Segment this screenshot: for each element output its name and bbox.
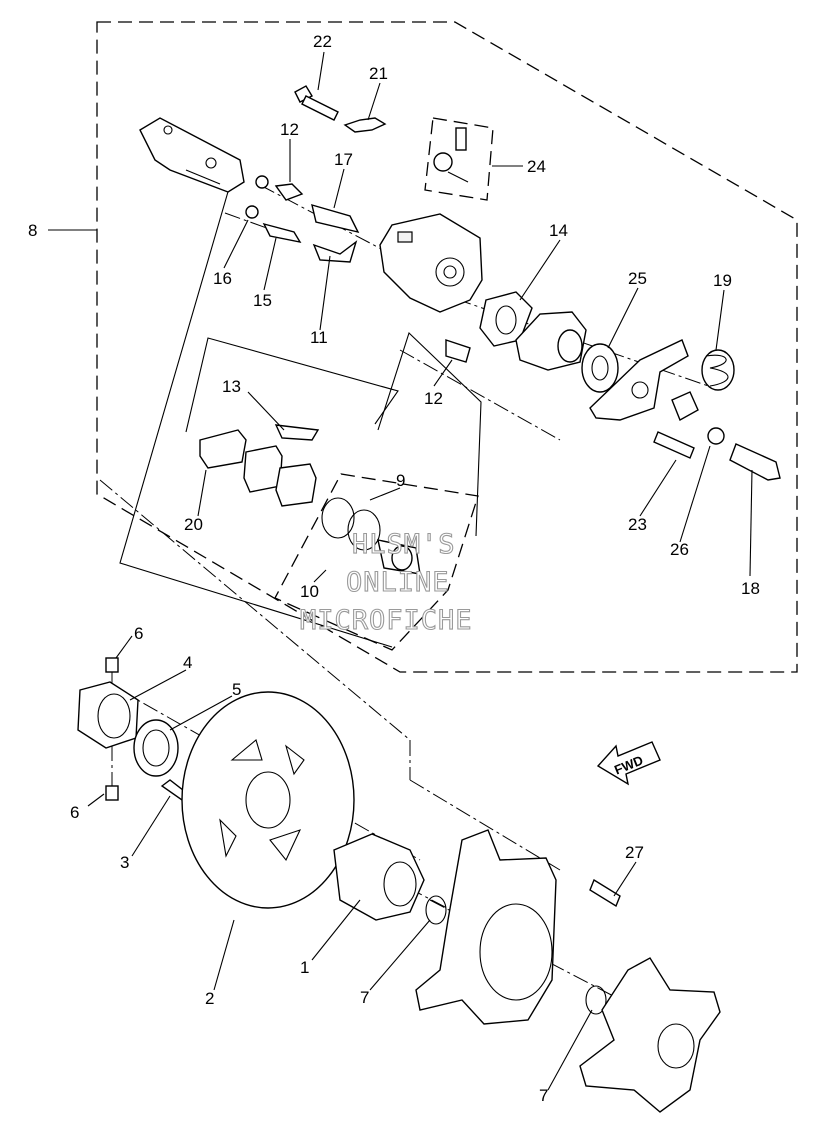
label-7-right: 7 xyxy=(539,1086,548,1105)
piston-kit xyxy=(321,497,421,575)
label-6-top: 6 xyxy=(134,624,143,643)
caliper-mount-bracket xyxy=(415,829,621,1025)
svg-text:ONLINE: ONLINE xyxy=(346,567,450,598)
label-10: 10 xyxy=(300,582,319,601)
label-1: 1 xyxy=(300,958,309,977)
caliper-body xyxy=(379,213,483,313)
label-22: 22 xyxy=(313,32,332,51)
label-16: 16 xyxy=(213,269,232,288)
label-4: 4 xyxy=(183,653,192,672)
parking-lever-parts xyxy=(589,339,781,481)
bolt-22 xyxy=(294,85,339,121)
pad-group-outline xyxy=(185,337,399,433)
hub-and-orings xyxy=(333,833,607,1015)
svg-text:MICROFICHE: MICROFICHE xyxy=(300,605,473,636)
label-12-mid: 12 xyxy=(424,389,443,408)
sprocket-hub xyxy=(579,957,721,1113)
label-7-left: 7 xyxy=(360,988,369,1007)
label-20: 20 xyxy=(184,515,203,534)
label-21: 21 xyxy=(369,64,388,83)
label-5: 5 xyxy=(232,680,241,699)
label-26: 26 xyxy=(670,540,689,559)
brake-pad-group-boundary xyxy=(424,117,494,201)
clip-21 xyxy=(343,117,387,133)
label-17: 17 xyxy=(334,150,353,169)
label-14: 14 xyxy=(549,221,568,240)
label-2: 2 xyxy=(205,989,214,1008)
adjuster-parts xyxy=(479,291,619,393)
label-27: 27 xyxy=(625,843,644,862)
label-23: 23 xyxy=(628,515,647,534)
label-8: 8 xyxy=(28,221,37,240)
fwd-arrow-icon: FWD xyxy=(596,741,661,786)
brake-disc xyxy=(181,691,355,909)
label-19: 19 xyxy=(713,271,732,290)
label-6-bottom: 6 xyxy=(70,803,79,822)
label-24: 24 xyxy=(527,157,546,176)
axle-nut-parts xyxy=(77,657,190,801)
label-12-top: 12 xyxy=(280,120,299,139)
pin-parts xyxy=(245,175,471,363)
label-9: 9 xyxy=(396,471,405,490)
caliper-bracket-plate xyxy=(139,117,245,193)
label-18: 18 xyxy=(741,579,760,598)
bleed-screw-24 xyxy=(433,127,469,183)
part-labels: 8 22 21 12 17 24 14 25 19 16 15 11 12 13… xyxy=(28,32,760,1105)
label-15: 15 xyxy=(253,291,272,310)
leader-lines xyxy=(48,51,753,1091)
label-11: 11 xyxy=(310,328,328,347)
svg-text:HLSM'S: HLSM'S xyxy=(352,529,456,560)
caliper-assembly-boundary xyxy=(96,21,798,673)
caliper-body-outline xyxy=(377,331,482,537)
label-13: 13 xyxy=(222,377,241,396)
watermark: HLSM'S ONLINE MICROFICHE xyxy=(299,528,473,636)
brake-pads xyxy=(199,424,320,507)
label-25: 25 xyxy=(628,269,647,288)
piston-kit-boundary xyxy=(274,473,479,651)
label-3: 3 xyxy=(120,853,129,872)
